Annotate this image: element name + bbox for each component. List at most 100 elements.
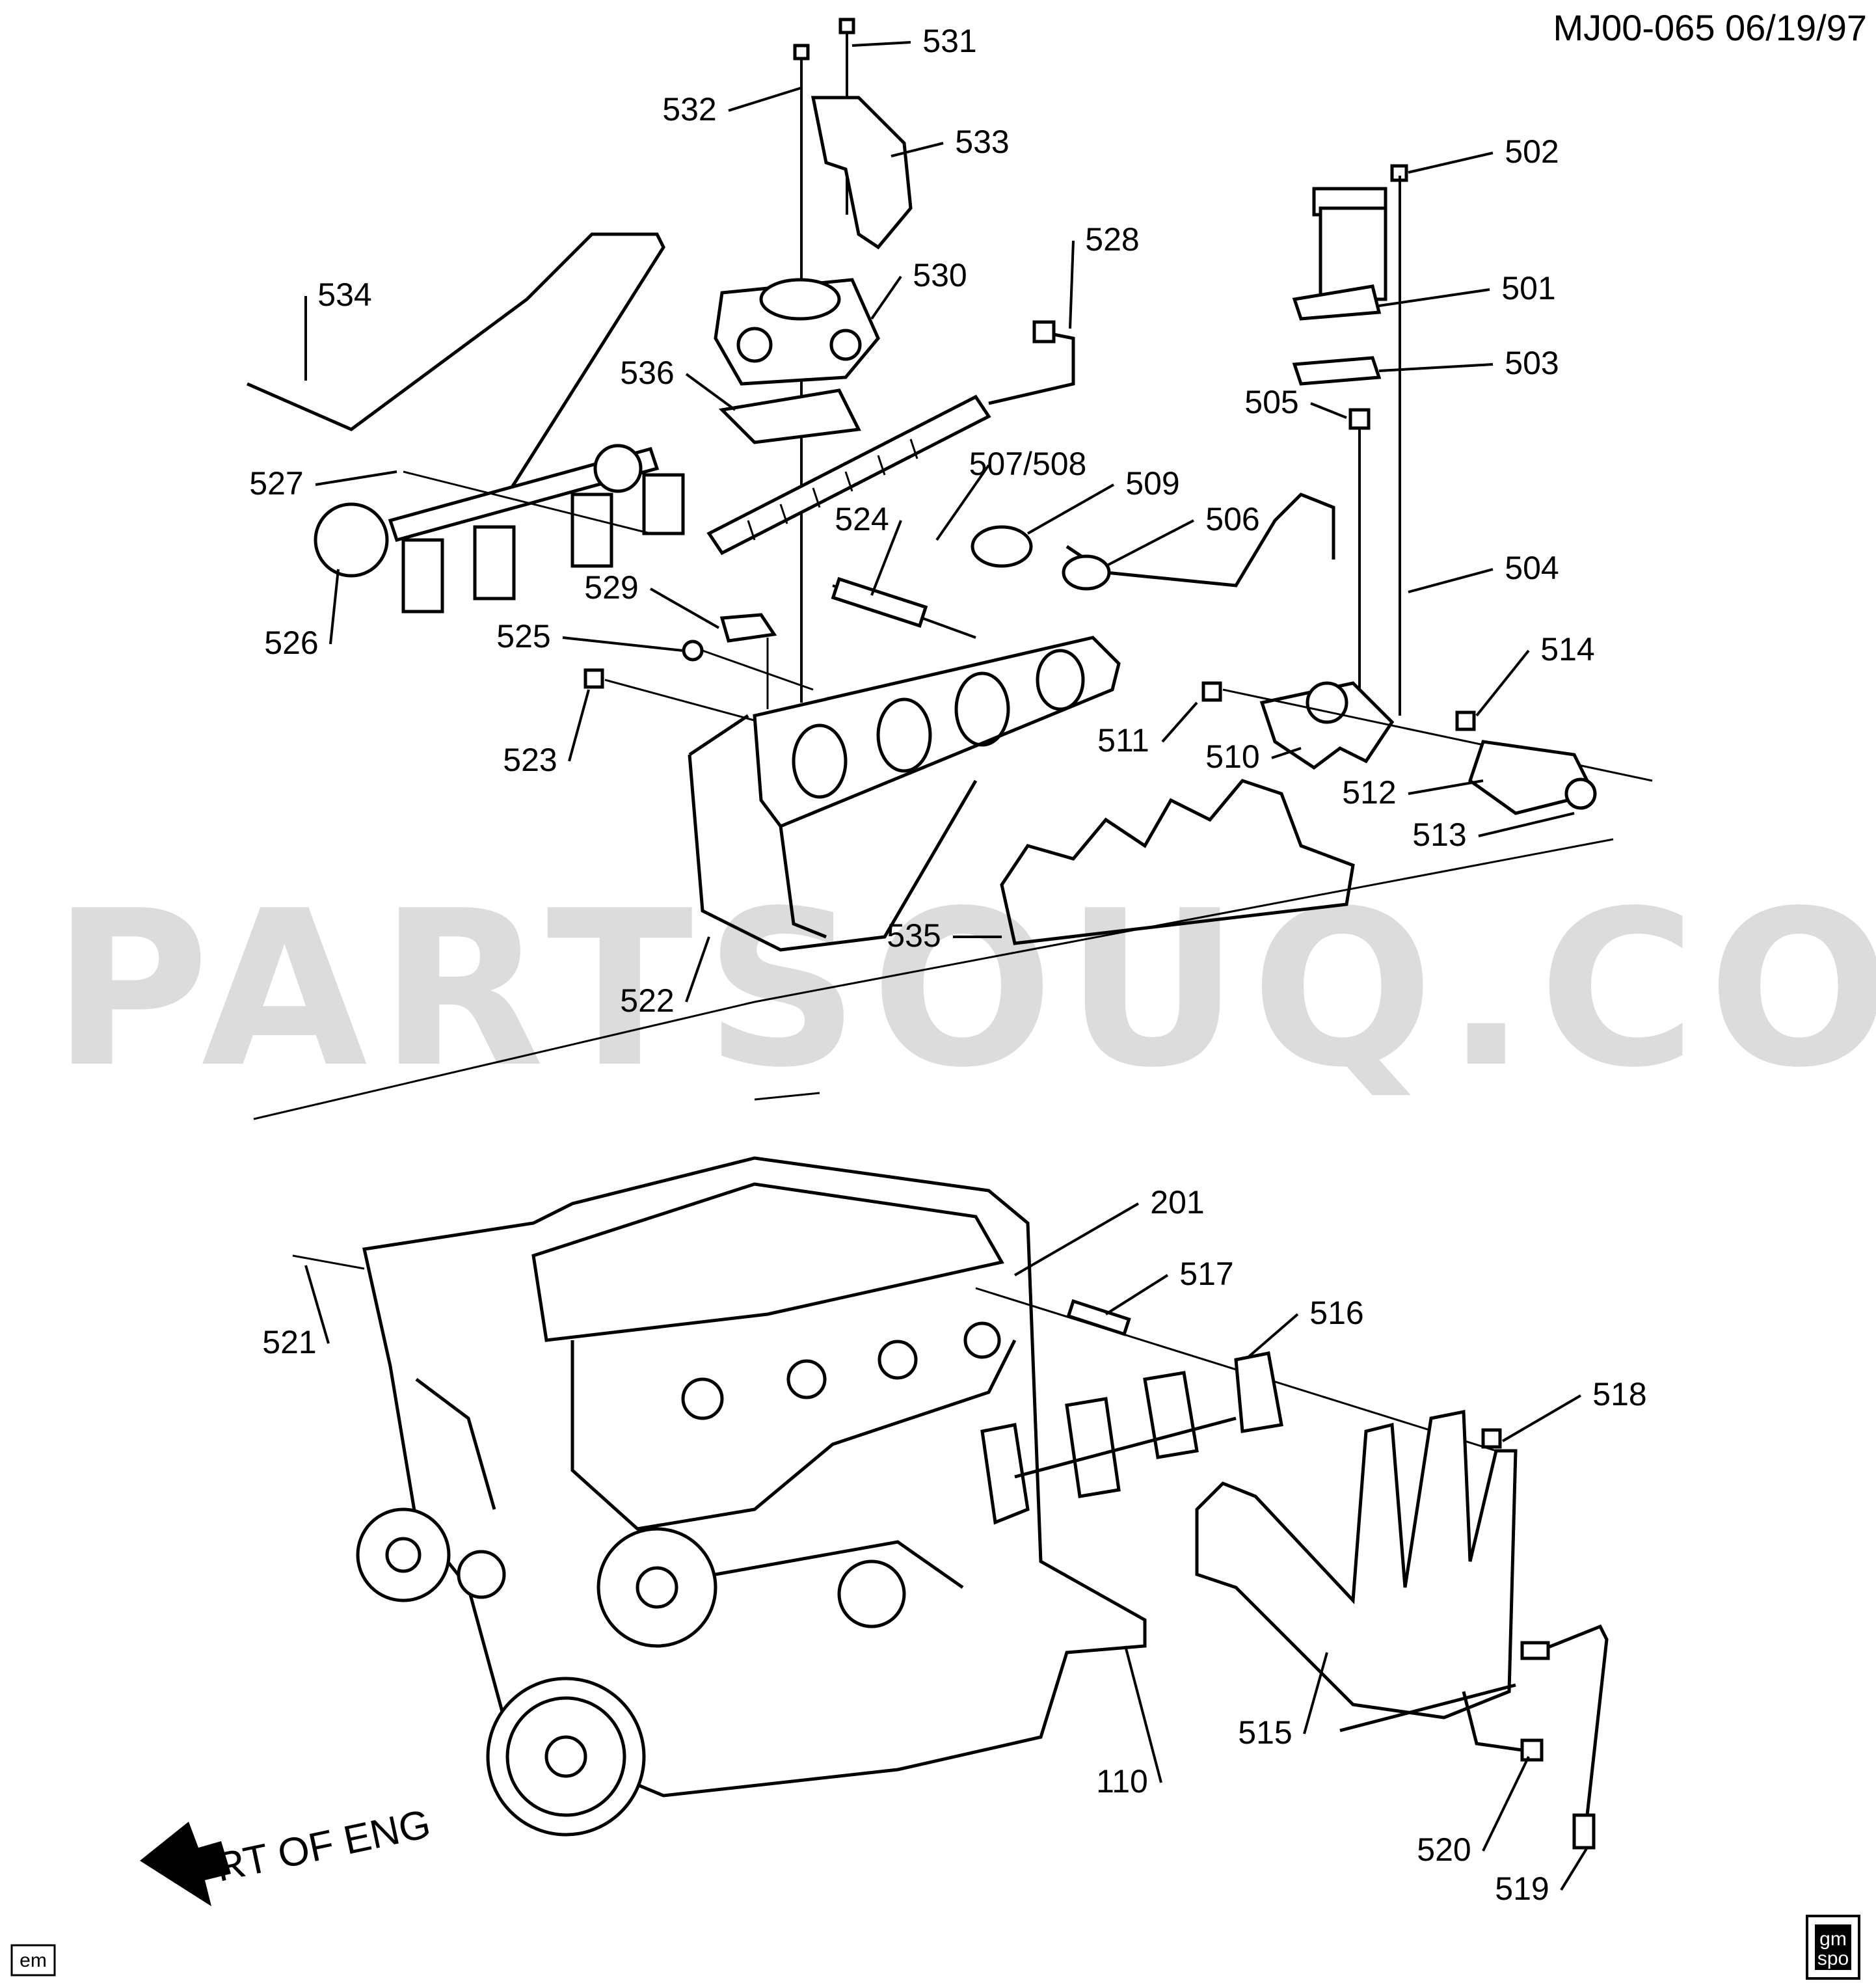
egr-valve — [1292, 164, 1408, 386]
callout-531: 531 — [922, 23, 976, 59]
callout-520: 520 — [1417, 1831, 1471, 1868]
map-sensor — [719, 613, 777, 643]
callout-514: 514 — [1540, 631, 1594, 668]
callout-517: 517 — [1179, 1256, 1233, 1292]
leader-line-533 — [891, 142, 944, 157]
svg-text:spo: spo — [1817, 1948, 1849, 1969]
intake-gasket — [1000, 779, 1355, 945]
callout-510: 510 — [1205, 738, 1259, 775]
svg-text:em: em — [20, 1950, 47, 1971]
callout-535: 535 — [887, 917, 941, 954]
egr-gasket — [971, 525, 1033, 568]
leader-line-520 — [1482, 1756, 1530, 1852]
vacuum-line — [246, 232, 665, 496]
leader-line-501 — [1378, 288, 1490, 307]
leader-line-504 — [1408, 568, 1494, 593]
callout-502: 502 — [1505, 133, 1559, 170]
callout-110: 110 — [1096, 1763, 1148, 1800]
exhaust-manifold — [1195, 1409, 1518, 1733]
front-of-engine-note: FRT OF ENG — [140, 1801, 435, 1906]
leader-line-524 — [870, 520, 902, 596]
intake-manifold — [688, 636, 1121, 952]
callout-516: 516 — [1309, 1295, 1363, 1331]
leader-line-530 — [870, 275, 902, 320]
assembly-link-line — [253, 838, 1614, 1120]
callout-528: 528 — [1085, 221, 1139, 258]
callout-201: 201 — [1150, 1184, 1204, 1221]
callout-505: 505 — [1244, 384, 1298, 420]
gm-spo-logo: gm spo — [1806, 1915, 1860, 1980]
leader-line-532 — [728, 87, 802, 112]
leader-line-509 — [1027, 483, 1114, 535]
callout-521: 521 — [262, 1324, 316, 1360]
leader-line-516 — [1248, 1313, 1299, 1358]
engine-block — [356, 1156, 1147, 1837]
callout-513: 513 — [1412, 816, 1466, 853]
callout-519: 519 — [1495, 1870, 1549, 1907]
callout-523: 523 — [503, 742, 557, 778]
leader-line-521 — [304, 1265, 330, 1344]
leader-line-110 — [1124, 1645, 1162, 1783]
oxygen-sensor-wire — [1462, 1624, 1609, 1816]
leader-line-528 — [1069, 240, 1075, 329]
leader-line-514 — [1475, 649, 1530, 717]
callout-530: 530 — [913, 257, 967, 293]
leader-line-517 — [1105, 1274, 1169, 1315]
callout-504: 504 — [1505, 550, 1559, 586]
callout-529: 529 — [584, 569, 638, 606]
callout-532: 532 — [662, 91, 716, 128]
leader-line-505 — [1310, 402, 1347, 419]
callout-524: 524 — [835, 501, 889, 537]
corrugated-tube — [706, 394, 991, 556]
leader-line-519 — [1560, 1846, 1588, 1891]
front-arrow-icon — [140, 1822, 231, 1906]
svg-text:FRT OF ENG: FRT OF ENG — [188, 1801, 435, 1896]
exhaust-gasket — [980, 1351, 1283, 1525]
leader-line-507-508 — [935, 464, 990, 541]
throttle-body — [714, 278, 880, 386]
leader-line-512 — [1408, 779, 1484, 795]
callout-511: 511 — [1097, 722, 1149, 759]
callout-534: 534 — [317, 277, 371, 313]
leader-line-536 — [685, 373, 736, 411]
callout-503: 503 — [1505, 345, 1559, 381]
fuel-rail-injectors — [314, 444, 685, 614]
leader-line-526 — [329, 569, 340, 645]
leader-line-522 — [685, 936, 710, 1003]
callout-509: 509 — [1125, 465, 1179, 502]
callout-501: 501 — [1501, 270, 1555, 306]
callout-512: 512 — [1342, 774, 1396, 811]
callout-527: 527 — [249, 465, 303, 502]
leader-line-503 — [1378, 363, 1494, 372]
callout-526: 526 — [264, 625, 318, 661]
callout-518: 518 — [1592, 1376, 1646, 1412]
callout-533: 533 — [955, 124, 1009, 160]
callout-506: 506 — [1205, 501, 1259, 537]
leader-line-529 — [650, 587, 719, 629]
leader-line-523 — [568, 689, 590, 762]
leader-line-513 — [1478, 812, 1575, 837]
callout-536: 536 — [620, 355, 674, 391]
watermark: PARTSOUQ.COM — [52, 865, 1876, 1114]
svg-text:gm: gm — [1819, 1928, 1847, 1950]
callout-525: 525 — [496, 618, 550, 654]
corner-tag: em — [10, 1944, 56, 1976]
leader-line-510 — [1271, 747, 1302, 759]
leader-line-506 — [1105, 519, 1194, 567]
callout-layer: 531 532 533 502 534 530 528 501 536 503 505 527 507/… — [249, 23, 1646, 1907]
document-id-date: MJ00-065 06/19/97 — [1553, 7, 1867, 48]
leader-line-515 — [1303, 1652, 1328, 1734]
egr-adapter — [1201, 681, 1653, 815]
throttle-body-gasket — [718, 388, 861, 444]
leader-line-201 — [1013, 1202, 1140, 1276]
callout-507-508: 507/508 — [969, 446, 1087, 482]
callout-522: 522 — [620, 982, 674, 1019]
leader-line-518 — [1501, 1394, 1582, 1442]
leader-line-531 — [851, 41, 911, 47]
leader-line-525 — [562, 636, 684, 652]
leader-line-502 — [1408, 152, 1494, 174]
callout-515: 515 — [1238, 1714, 1292, 1751]
throttle-bracket — [811, 96, 913, 250]
leader-line-511 — [1161, 701, 1198, 743]
